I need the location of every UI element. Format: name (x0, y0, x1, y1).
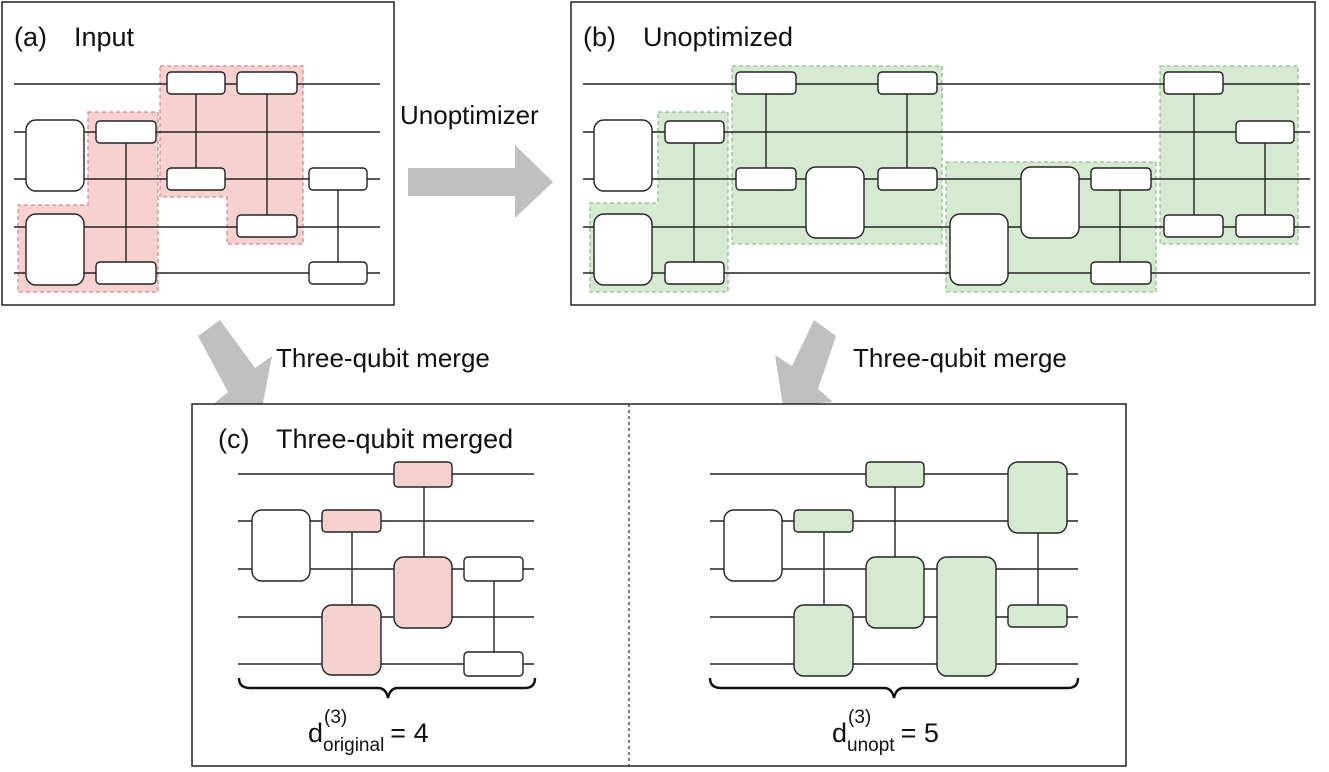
gate (1235, 120, 1295, 144)
panel-a: (a) Input (1, 1, 395, 306)
brace-unopt (708, 677, 1080, 699)
gate (1007, 461, 1068, 534)
panel-b-gates (593, 71, 1295, 286)
gate (735, 71, 797, 95)
circuit-unopt-gates (723, 461, 1068, 677)
gate (25, 119, 85, 192)
panel-a-tag: (a) (14, 22, 47, 52)
arrow-merge-right-label: Three-qubit merge (853, 343, 1067, 373)
circuit-original-gates (251, 461, 524, 677)
gate (735, 167, 797, 191)
gate (877, 167, 938, 191)
gate (936, 556, 997, 677)
right-arrow-icon (408, 145, 553, 218)
gate (593, 213, 653, 286)
arrow-unoptimizer-label: Unoptimizer (400, 100, 539, 130)
gate (1235, 214, 1295, 238)
gate (321, 604, 382, 676)
metric-original-base: d (308, 718, 323, 748)
panel-c-title: Three-qubit merged (276, 424, 513, 454)
circuit-original: doriginal = 4 (3) (237, 461, 537, 756)
arrow-unoptimizer: Unoptimizer (400, 100, 553, 218)
gate (865, 556, 925, 629)
arrow-merge-right: Three-qubit merge (775, 320, 1067, 406)
panel-c-tag: (c) (218, 424, 249, 454)
gate (321, 509, 382, 533)
gate (1090, 261, 1152, 285)
down-left-arrow-icon (775, 320, 836, 406)
metric-original-sub: original (323, 735, 384, 756)
gate (1007, 604, 1068, 628)
gate (1163, 71, 1224, 95)
panel-b: (b) Unoptimized (570, 1, 1316, 306)
gate (95, 261, 157, 285)
metric-original-eq: = 4 (390, 718, 428, 748)
metric-original-sup: (3) (324, 707, 347, 728)
panel-c: (c) Three-qubit merged (191, 403, 1127, 767)
gate (95, 120, 157, 144)
gate (463, 556, 524, 582)
circuit-original-connectors (351, 474, 495, 664)
panel-a-gates (25, 71, 368, 286)
gate (664, 261, 725, 285)
gate (166, 71, 226, 95)
gate (805, 166, 865, 239)
metric-unopt-sup: (3) (848, 707, 871, 728)
panel-a-title: Input (74, 22, 135, 52)
brace-original (237, 677, 537, 699)
circuit-unopt: dunopt = 5 (3) (708, 461, 1080, 756)
metric-unopt: dunopt = 5 (832, 718, 939, 756)
panel-a-connectors (125, 84, 339, 273)
panel-b-tag: (b) (583, 22, 616, 52)
gate (463, 651, 524, 677)
gate (1020, 166, 1080, 239)
gate (1163, 214, 1224, 238)
metric-unopt-sub: unopt (847, 735, 895, 756)
gate (793, 509, 854, 533)
gate (251, 509, 311, 582)
gate (793, 604, 854, 677)
gate (593, 119, 653, 192)
arrow-merge-left-label: Three-qubit merge (276, 343, 490, 373)
gate (393, 461, 453, 488)
panel-b-connectors (693, 84, 1266, 273)
gate (236, 214, 298, 238)
gate (949, 213, 1009, 286)
gate (166, 167, 226, 191)
circuit-unopt-connectors (823, 474, 1039, 617)
arrow-merge-left: Three-qubit merge (198, 320, 490, 408)
gate (308, 167, 368, 191)
gate (25, 213, 85, 286)
down-left-arrow-icon (198, 320, 272, 408)
gate (877, 71, 938, 95)
gate (664, 120, 725, 144)
gate (723, 509, 783, 582)
metric-unopt-eq: = 5 (901, 718, 939, 748)
gate (308, 261, 368, 285)
metric-original: doriginal = 4 (308, 718, 429, 756)
gate (1090, 167, 1152, 191)
gate (393, 556, 453, 629)
gate (865, 461, 925, 488)
panel-b-title: Unoptimized (643, 22, 793, 52)
gate (236, 71, 298, 95)
metric-unopt-base: d (832, 718, 847, 748)
